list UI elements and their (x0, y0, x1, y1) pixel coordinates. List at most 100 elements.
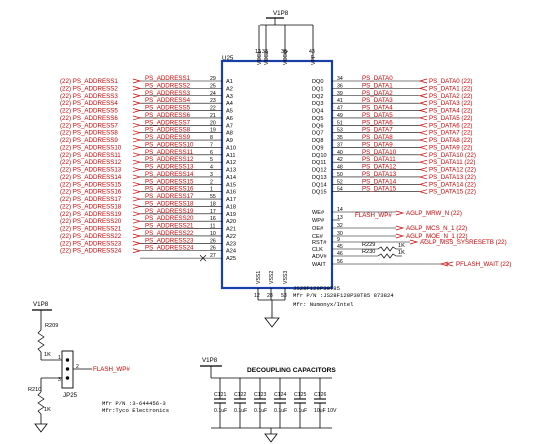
address-port-label: (22) PS_ADDRESS1 (60, 78, 118, 85)
address-port-label: (22) PS_ADDRESS13 (60, 167, 122, 174)
address-port-label: (22) PS_ADDRESS20 (60, 218, 122, 225)
ctrl-pin-num: 45 (337, 244, 343, 250)
data-port-arrow (418, 93, 428, 99)
jumper-pin3-num: 3 (58, 377, 61, 383)
wait-port-arrow-2 (444, 261, 454, 267)
cap-ref: C125 (294, 392, 307, 398)
address-net-label: PS_ADDRESS19 (145, 208, 194, 215)
address-port-label: (22) PS_ADDRESS8 (60, 130, 118, 137)
flash-wp-net-label: FLASH_WP# (355, 212, 392, 219)
v1p8-left-label: V1P8 (33, 301, 49, 308)
ctrl-pin-name: WP# (312, 218, 325, 224)
address-pin-num: 27 (210, 253, 216, 259)
r209-val: 1K (44, 352, 51, 358)
data-pin-name: DQ5 (312, 116, 324, 122)
address-port-arrow (132, 130, 142, 135)
address-pin-num: 18 (210, 201, 216, 207)
data-port-arrow (418, 137, 428, 143)
data-port-label: PS_DATA14 (22) (429, 181, 476, 188)
address-port-label: (22) PS_ADDRESS2 (60, 85, 118, 92)
cap-value: 0.1uF (214, 408, 227, 414)
data-port-label: PS_DATA4 (22) (429, 108, 472, 115)
address-port-arrow (132, 218, 142, 224)
address-port-label: (22) PS_ADDRESS19 (60, 211, 122, 218)
address-pin-num: 6 (210, 150, 213, 156)
address-pin-name: A13 (226, 168, 236, 174)
address-pin-num: 3 (210, 172, 213, 178)
data-pin-num: 53 (337, 128, 343, 134)
data-port-label: PS_DATA13 (22) (429, 174, 476, 181)
data-port-label: PS_DATA15 (22) (429, 189, 476, 196)
data-pin-name: DQ13 (312, 175, 327, 181)
data-port-arrow (418, 181, 428, 187)
address-pin-name: A23 (226, 241, 236, 247)
address-port-label: (22) PS_ADDRESS10 (60, 144, 122, 151)
data-pin-name: DQ12 (312, 168, 327, 174)
address-pin-num: 21 (210, 113, 216, 119)
data-pin-num: 50 (337, 172, 343, 178)
decoupling-title: DECOUPLING CAPACITORS (247, 367, 336, 374)
top-pin-num: 13 (255, 49, 261, 55)
data-net-label: PS_DATA7 (362, 127, 393, 134)
chip-mfr: Mfr: Numonyx/Intel (293, 301, 354, 308)
decoupling-capacitors: C1210.1uFC1220.1uFC1230.1uFC1240.1uFC125… (214, 378, 337, 428)
cap-value: 0.1uF (234, 408, 247, 414)
data-port-arrow (418, 152, 428, 158)
r209-ref: R209 (45, 323, 58, 329)
data-net-label: PS_DATA3 (362, 97, 393, 104)
data-port-label: PS_DATA10 (22) (429, 152, 476, 159)
address-port-label: (22) PS_ADDRESS16 (60, 189, 122, 196)
data-port-label: PS_DATA2 (22) (429, 93, 472, 100)
address-pin-name: A8 (226, 131, 233, 137)
data-net-label: PS_DATA4 (362, 105, 393, 112)
data-pin-name: DQ11 (312, 160, 326, 166)
cap-ref: C122 (234, 392, 247, 398)
address-net-label: PS_ADDRESS3 (145, 90, 191, 97)
address-pin-name: A11 (226, 153, 236, 159)
address-net-label: PS_ADDRESS11 (145, 149, 194, 156)
address-net-label: PS_ADDRESS16 (145, 186, 194, 193)
address-pin-name: A12 (226, 160, 236, 166)
we-port-label: AGLP_MRW_N (22) (406, 210, 462, 217)
r210-symbol (37, 391, 45, 415)
data-net-label: PS_DATA0 (362, 75, 393, 82)
cap-value: 0.1uF (254, 408, 267, 414)
address-pin-name: A9 (226, 138, 233, 144)
address-pin-num: 11 (210, 224, 215, 230)
data-pin-name: DQ7 (312, 131, 324, 137)
address-net-label: PS_ADDRESS20 (145, 215, 194, 222)
address-pin-name: A5 (226, 109, 233, 115)
ctrl-pin-num: 9 (337, 237, 340, 243)
address-net-label: PS_ADDRESS7 (145, 119, 191, 126)
bottom-pin-name: VSS1 (256, 271, 262, 284)
data-pin-num: 47 (337, 106, 343, 112)
data-pin-num: 42 (337, 157, 343, 163)
data-port-label: PS_DATA1 (22) (429, 85, 472, 92)
data-pin-name: DQ8 (312, 138, 324, 144)
r229-ref: R229 (362, 242, 375, 248)
address-port-label: (22) PS_ADDRESS24 (60, 248, 122, 255)
data-port-arrow (418, 174, 428, 180)
cap-value: 0.1uF (294, 408, 307, 414)
address-port-arrow (132, 93, 142, 99)
cap-ref: C121 (214, 392, 227, 398)
address-port-arrow (132, 248, 142, 254)
data-pin-name: DQ2 (312, 94, 324, 100)
address-pin-name: A24 (226, 249, 236, 255)
bottom-pin-num: 28 (267, 293, 273, 299)
data-pin-num: 34 (337, 76, 343, 82)
data-port-label: PS_DATA12 (22) (429, 167, 476, 174)
ctrl-pin-name: ADV# (312, 254, 328, 260)
v1p8-top-label: V1P8 (273, 10, 289, 17)
no-connect-icon (199, 254, 207, 262)
address-pin-name: A19 (226, 212, 236, 218)
address-pin-name: A3 (226, 94, 233, 100)
chip-mfr-pn: Mfr P/N :JS28F128P30T85 873824 (293, 292, 394, 299)
address-pin-name: A20 (226, 219, 236, 225)
data-port-arrow (418, 115, 428, 121)
address-port-arrow (132, 233, 142, 239)
address-pin-num: 2 (210, 179, 213, 185)
